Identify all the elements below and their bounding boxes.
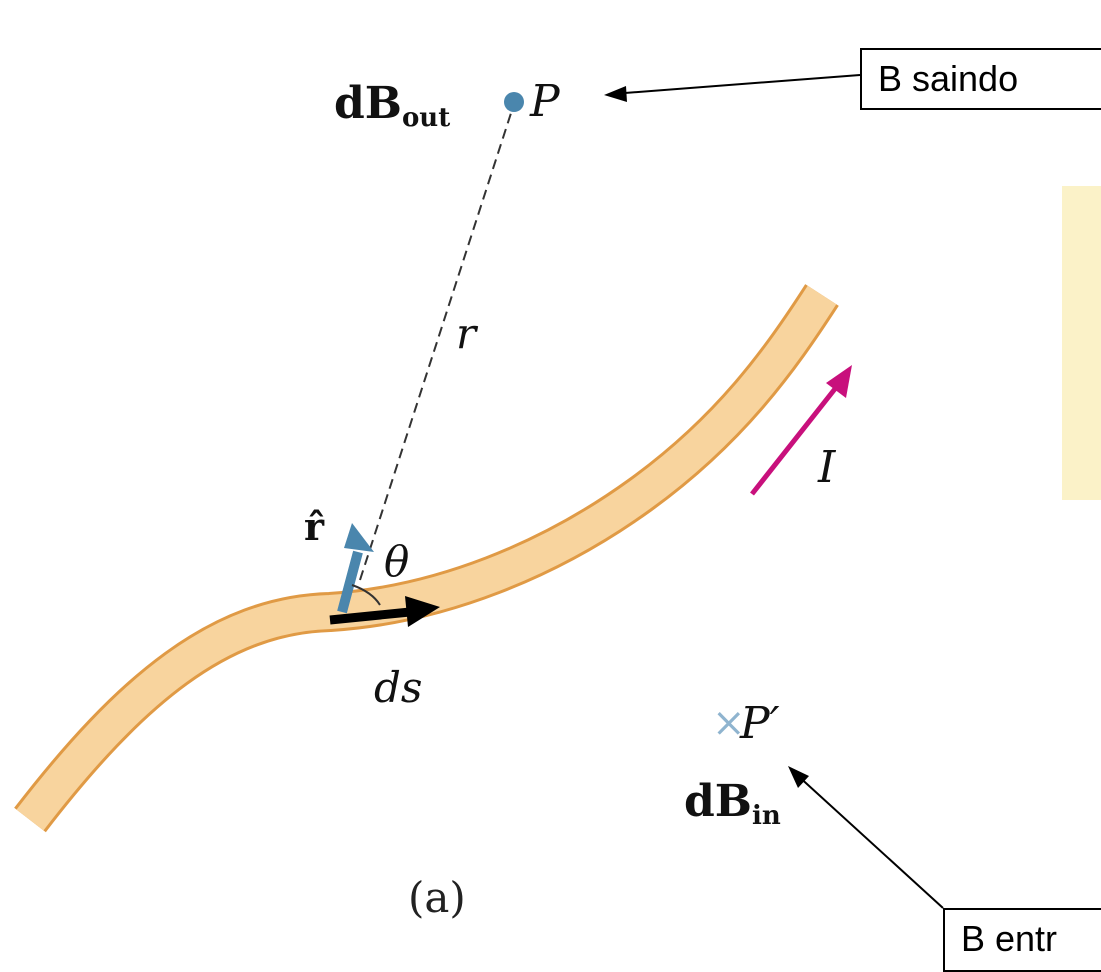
note-box xyxy=(1062,186,1101,500)
r-label: r xyxy=(456,309,479,358)
callout-b-saindo: B saindo xyxy=(860,48,1101,110)
point-p-prime-label: P′ xyxy=(739,698,780,749)
ds-label: ds xyxy=(374,663,422,712)
cross-mark-icon: × xyxy=(712,700,746,746)
current-arrow xyxy=(750,365,852,496)
callout-arrow-top xyxy=(604,74,861,102)
theta-label: θ xyxy=(384,537,409,586)
current-label: I xyxy=(817,442,837,493)
r-dashed-line xyxy=(359,109,513,581)
point-p-label: P xyxy=(529,76,561,127)
caption-label: (a) xyxy=(408,873,466,922)
r-hat-vector xyxy=(337,523,374,614)
point-p-dot xyxy=(504,92,524,112)
db-out-label: dBout xyxy=(334,78,450,133)
r-hat-label: r̂ xyxy=(304,504,325,549)
callout-b-entrando: B entr xyxy=(943,908,1101,972)
theta-angle-arc xyxy=(351,584,381,606)
current-wire xyxy=(14,284,839,833)
callout-arrow-bottom xyxy=(788,766,944,909)
db-in-label: dBin xyxy=(684,776,781,831)
ds-vector xyxy=(329,596,440,627)
